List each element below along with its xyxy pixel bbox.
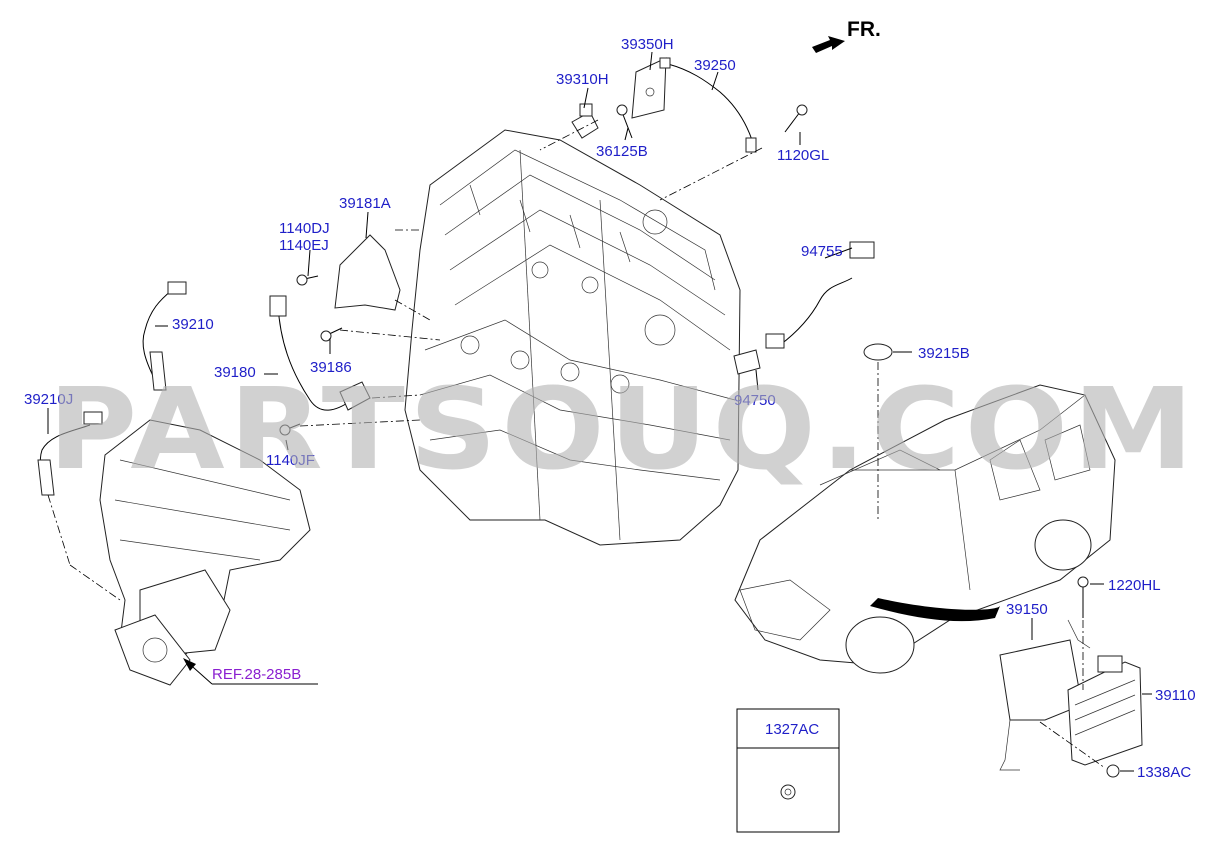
engine-block-drawing bbox=[404, 129, 741, 546]
part-label-39181A[interactable]: 39181A bbox=[339, 195, 391, 212]
part-label-1120GL[interactable]: 1120GL bbox=[777, 147, 829, 164]
part-label-1338AC[interactable]: 1338AC bbox=[1137, 764, 1191, 781]
vehicle-drawing bbox=[734, 384, 1116, 674]
oxygen-sensor-39210-drawing bbox=[142, 281, 187, 391]
nut-1338AC-drawing bbox=[1106, 764, 1120, 778]
part-label-39210[interactable]: 39210 bbox=[172, 316, 214, 333]
part-label-94750[interactable]: 94750 bbox=[734, 392, 776, 409]
part-label-39310H[interactable]: 39310H bbox=[556, 71, 609, 88]
bolt-1140DJ-drawing bbox=[296, 274, 319, 286]
part-label-1140EJ[interactable]: 1140EJ bbox=[279, 237, 329, 254]
grommet-39215B-drawing bbox=[863, 343, 893, 361]
inset-nut-hole bbox=[784, 788, 792, 796]
sensor-94750-drawing bbox=[733, 349, 761, 375]
part-label-39215B[interactable]: 39215B bbox=[918, 345, 970, 362]
part-label-1140JF[interactable]: 1140JF bbox=[266, 452, 315, 469]
location-arrow bbox=[870, 598, 1000, 622]
ecu-bracket-39150-drawing bbox=[999, 619, 1091, 771]
part-label-39186[interactable]: 39186 bbox=[310, 359, 352, 376]
part-label-1220HL[interactable]: 1220HL bbox=[1108, 577, 1161, 594]
part-label-39180[interactable]: 39180 bbox=[214, 364, 256, 381]
heat-shield-39181A-drawing bbox=[334, 234, 401, 311]
reference-link-28-285B[interactable]: REF.28-285B bbox=[212, 666, 301, 683]
inset-nut-drawing bbox=[780, 784, 796, 800]
part-label-1327AC[interactable]: 1327AC bbox=[765, 721, 819, 738]
oxygen-sensor-39210J-drawing bbox=[37, 411, 103, 496]
bolt-1120GL-drawing bbox=[784, 104, 808, 133]
camshaft-sensor-drawing bbox=[571, 103, 599, 139]
bolt-36125B-drawing bbox=[616, 104, 633, 139]
watermark-text: PARTSOUQ.COM bbox=[48, 365, 1198, 495]
inset-box-1327AC bbox=[736, 708, 840, 833]
part-label-36125B[interactable]: 36125B bbox=[596, 143, 648, 160]
exhaust-manifold-drawing bbox=[99, 419, 311, 686]
part-label-39210J[interactable]: 39210J bbox=[24, 391, 73, 408]
part-label-94755[interactable]: 94755 bbox=[801, 243, 843, 260]
crank-sensor-39180-drawing bbox=[269, 295, 371, 411]
front-direction-label: FR. bbox=[847, 18, 881, 41]
sensor-94755-drawing bbox=[765, 241, 875, 349]
bolt-1140JF-drawing bbox=[279, 423, 301, 436]
bolt-39186-drawing bbox=[320, 327, 343, 342]
part-label-39150[interactable]: 39150 bbox=[1006, 601, 1048, 618]
part-label-39350H[interactable]: 39350H bbox=[621, 36, 674, 53]
bolt-1220HL-drawing bbox=[1077, 576, 1089, 618]
part-label-1140DJ[interactable]: 1140DJ bbox=[279, 220, 330, 237]
assembly-dash-lines bbox=[47, 119, 1106, 769]
leader-lines bbox=[47, 51, 1152, 772]
front-direction-arrow-icon bbox=[812, 36, 845, 53]
part-label-39250[interactable]: 39250 bbox=[694, 57, 736, 74]
part-label-39110[interactable]: 39110 bbox=[1155, 687, 1196, 704]
ecu-39110-drawing bbox=[1067, 655, 1143, 766]
sensor-wire-39250-drawing bbox=[659, 57, 757, 153]
sensor-bracket-drawing bbox=[631, 57, 667, 119]
